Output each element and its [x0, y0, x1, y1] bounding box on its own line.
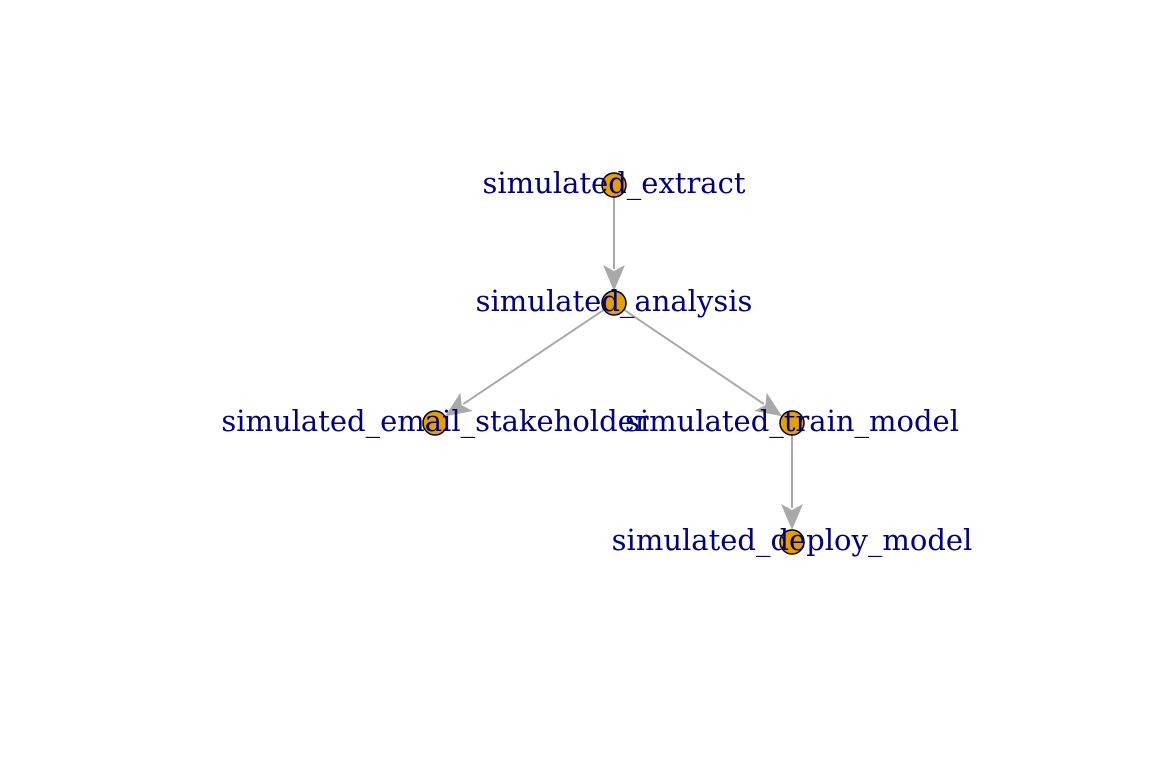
edge-arrowhead — [444, 392, 473, 417]
node-label-extract: simulated_extract — [483, 166, 746, 201]
node-extract — [601, 172, 627, 198]
edge-arrowhead — [754, 392, 783, 417]
node-label-train: simulated_train_model — [625, 404, 959, 439]
node-train — [779, 410, 805, 436]
edge-analysis-to-email — [444, 308, 605, 417]
edge-train-to-deploy — [781, 435, 803, 530]
edge-line — [623, 308, 765, 405]
node-label-deploy: simulated_deploy_model — [612, 523, 973, 558]
labels-layer: simulated_extract simulated_analysissimul… — [221, 166, 972, 558]
edge-arrowhead — [603, 265, 625, 291]
nodes-layer — [422, 172, 805, 555]
node-label-email: simulated_email_stakeholder — [221, 404, 648, 439]
edge-extract-to-analysis — [603, 197, 625, 291]
edge-line — [462, 308, 605, 405]
node-email — [422, 410, 448, 436]
edges-layer — [444, 197, 803, 530]
edge-analysis-to-train — [623, 308, 783, 417]
node-analysis — [601, 290, 627, 316]
edge-arrowhead — [781, 504, 803, 530]
node-deploy — [779, 529, 805, 555]
node-label-analysis: simulated_analysis — [476, 284, 753, 319]
